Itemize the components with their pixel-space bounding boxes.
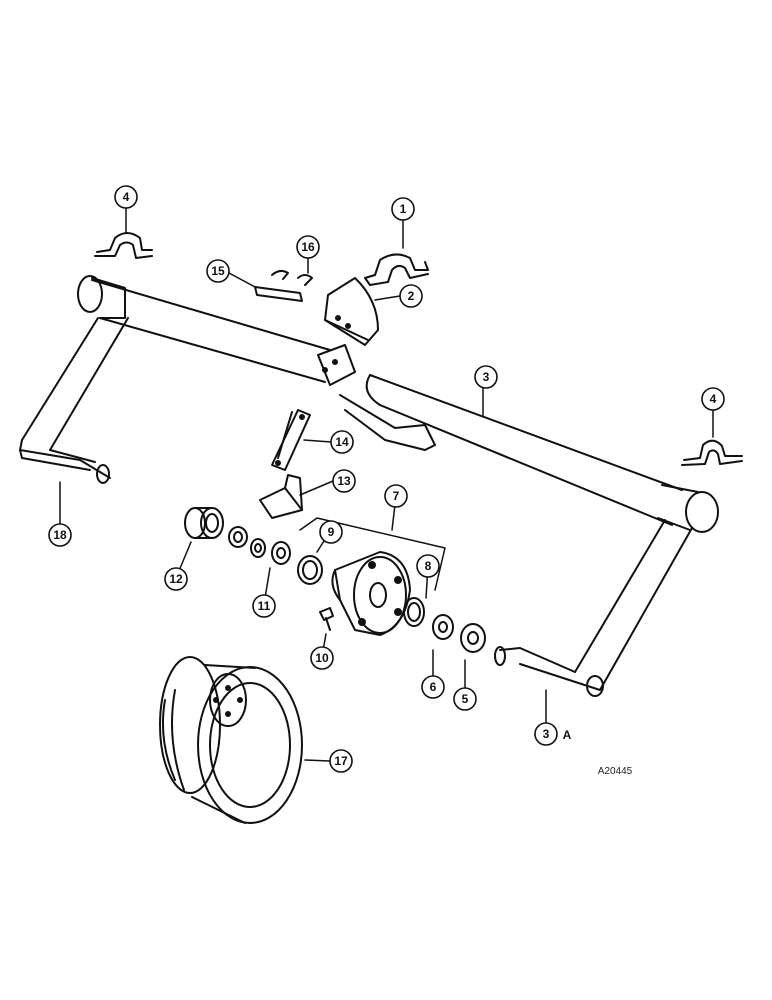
- leader-lines: [59, 207, 714, 762]
- callout-3: 3: [474, 365, 498, 389]
- svg-text:12: 12: [169, 572, 183, 586]
- callout-8: 8: [416, 554, 440, 578]
- callout-7: 7: [384, 484, 408, 508]
- callout-14: 14: [330, 430, 354, 454]
- callout-15: 15: [206, 259, 230, 283]
- svg-text:16: 16: [301, 240, 315, 254]
- wheel-17: [159, 656, 303, 824]
- right-spindle-arm: [494, 519, 693, 697]
- svg-text:A: A: [563, 728, 572, 742]
- washer-5: [460, 623, 486, 653]
- bolt-10: [319, 607, 334, 631]
- group-bracket-7: [299, 517, 446, 591]
- svg-text:6: 6: [430, 680, 437, 694]
- svg-text:18: 18: [53, 528, 67, 542]
- callout-4-left: 4: [114, 185, 138, 209]
- cotter-pins-16: [271, 269, 313, 286]
- svg-text:15: 15: [211, 264, 225, 278]
- callout-3a: 3 A: [534, 722, 572, 746]
- svg-text:5: 5: [462, 692, 469, 706]
- svg-text:10: 10: [315, 651, 329, 665]
- svg-text:11: 11: [258, 599, 271, 613]
- center-mount-plate: [317, 344, 436, 451]
- callout-4-right: 4: [701, 387, 725, 411]
- link-14: [271, 409, 311, 471]
- svg-text:4: 4: [123, 190, 130, 204]
- svg-text:3: 3: [543, 727, 550, 741]
- callout-10: 10: [310, 646, 334, 670]
- callout-16: 16: [296, 235, 320, 259]
- callout-11: 11: [252, 594, 276, 618]
- callout-12: 12: [164, 567, 188, 591]
- axle-tube: [77, 275, 719, 533]
- callout-1: 1: [391, 197, 415, 221]
- bracket-13: [259, 474, 303, 519]
- svg-text:17: 17: [334, 754, 348, 768]
- svg-text:4: 4: [710, 392, 717, 406]
- svg-text:2: 2: [408, 289, 415, 303]
- callout-17: 17: [329, 749, 353, 773]
- svg-text:1: 1: [400, 202, 407, 216]
- svg-text:3: 3: [483, 370, 490, 384]
- bearing-cup-12: [184, 507, 224, 539]
- hub-7: [331, 551, 411, 636]
- svg-text:13: 13: [337, 474, 351, 488]
- callout-6: 6: [421, 675, 445, 699]
- bracket-2: [324, 277, 379, 346]
- pin-15: [254, 286, 303, 302]
- callout-2: 2: [399, 284, 423, 308]
- callouts: 1 2 3 3 A 4 4 5 6: [48, 185, 725, 773]
- bearing-cup-8: [403, 597, 425, 627]
- bearing-cone-11: [271, 541, 291, 565]
- washer: [250, 538, 266, 558]
- bearing-cone-small: [228, 526, 248, 548]
- callout-9: 9: [319, 520, 343, 544]
- callout-13: 13: [332, 469, 356, 493]
- left-spindle-arm: [19, 317, 129, 484]
- callout-5: 5: [453, 687, 477, 711]
- reference-code: A20445: [598, 766, 633, 777]
- svg-text:7: 7: [393, 489, 400, 503]
- u-clamp-1: [364, 253, 429, 286]
- bearing-cone-6: [432, 614, 454, 640]
- callout-18: 18: [48, 523, 72, 547]
- u-clamp-4-right: [681, 439, 743, 466]
- u-clamp-4-left: [94, 232, 153, 259]
- bearing-cup-9: [297, 555, 323, 585]
- svg-text:14: 14: [335, 435, 349, 449]
- svg-text:9: 9: [328, 525, 335, 539]
- svg-text:8: 8: [425, 559, 432, 573]
